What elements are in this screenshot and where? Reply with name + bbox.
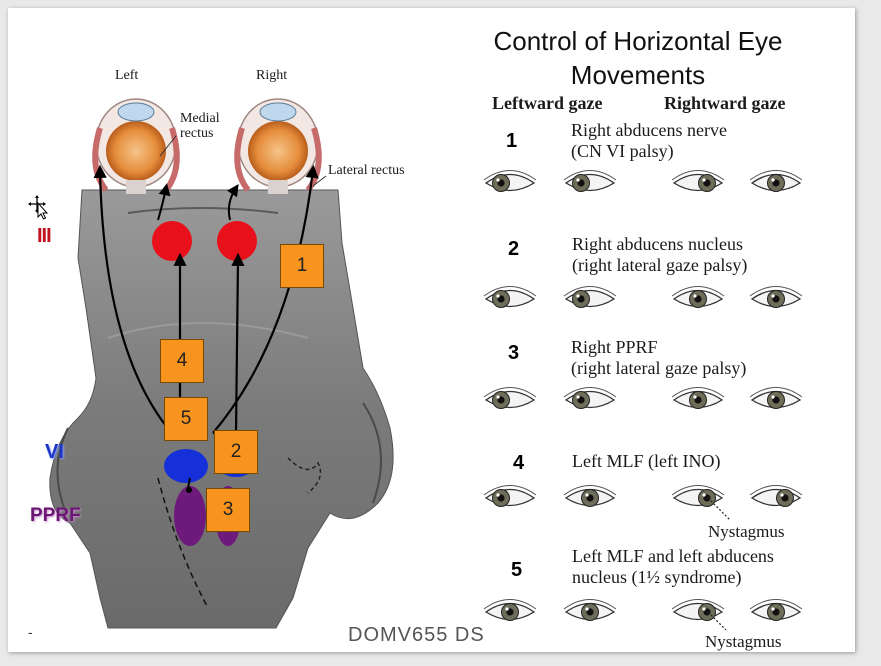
row-description: Right abducens nucleus (right lateral ga… [572, 234, 748, 275]
eye-icon [563, 387, 617, 409]
lateral-rectus-label: Lateral rectus [328, 163, 405, 178]
right-eye-illustration [234, 98, 322, 194]
eye-icon [749, 485, 803, 507]
lesion-box-3: 3 [206, 488, 250, 532]
row-number: 2 [508, 238, 520, 260]
pprf-left [174, 486, 206, 546]
cn3-nucleus-right [217, 221, 257, 261]
row-number: 4 [513, 452, 525, 474]
eye-icon [749, 599, 803, 621]
row-number: 3 [508, 342, 520, 364]
row-description: Right abducens nerve (CN VI palsy) [571, 120, 727, 161]
row-description: Left MLF and left abducens nucleus (1½ s… [572, 546, 774, 587]
abducens-nucleus-left [164, 449, 208, 483]
eye-icon [671, 599, 725, 621]
eye-icon [563, 286, 617, 308]
eye-icon [749, 387, 803, 409]
lesion-box-5: 5 [164, 397, 208, 441]
pprf-label: PPRF [30, 505, 81, 526]
eye-icon [483, 599, 537, 621]
nystagmus-note: Nystagmus [705, 632, 782, 651]
eye-icon [483, 387, 537, 409]
cn3-label: III [37, 225, 52, 247]
lesion-box-1: 1 [280, 244, 324, 288]
row-number: 1 [506, 130, 518, 152]
brainstem-tissue [49, 189, 394, 629]
move-cursor-icon [28, 195, 49, 220]
eye-icon [563, 170, 617, 192]
eye-icon [671, 170, 725, 192]
eye-icon [483, 485, 537, 507]
slide-dash: - [28, 624, 33, 640]
nystagmus-leader [707, 497, 731, 521]
nystagmus-note: Nystagmus [708, 522, 785, 541]
right-eye-label: Right [256, 68, 288, 83]
row-number: 5 [511, 559, 523, 581]
eye-position-grid [483, 170, 803, 631]
nystagmus-leader [707, 611, 727, 631]
medial-rectus-label: Medial rectus [180, 111, 220, 141]
eye-icon [671, 387, 725, 409]
eye-icon [749, 286, 803, 308]
lesion-box-2: 2 [214, 430, 258, 474]
eye-icon [671, 485, 725, 507]
slide-title: Control of Horizontal Eye Movements [493, 26, 783, 90]
row-description: Right PPRF (right lateral gaze palsy) [571, 337, 747, 378]
cn3-nucleus-left [152, 221, 192, 261]
eye-icon [483, 170, 537, 192]
eye-icon [749, 170, 803, 192]
eye-icon [671, 286, 725, 308]
cn6-label: VI [45, 441, 64, 463]
rightward-gaze-header: Rightward gaze [664, 93, 786, 113]
slide: Left Right Medial rectus Lateral rectus … [8, 8, 855, 652]
lesion-box-4: 4 [160, 339, 204, 383]
watermark: DOMV655 DS [348, 624, 485, 646]
eye-icon [563, 485, 617, 507]
eye-icon [563, 599, 617, 621]
left-eye-illustration [92, 98, 180, 194]
row-description: Left MLF (left INO) [572, 451, 721, 471]
leftward-gaze-header: Leftward gaze [492, 93, 603, 113]
left-eye-label: Left [115, 68, 139, 83]
eye-icon [483, 286, 537, 308]
